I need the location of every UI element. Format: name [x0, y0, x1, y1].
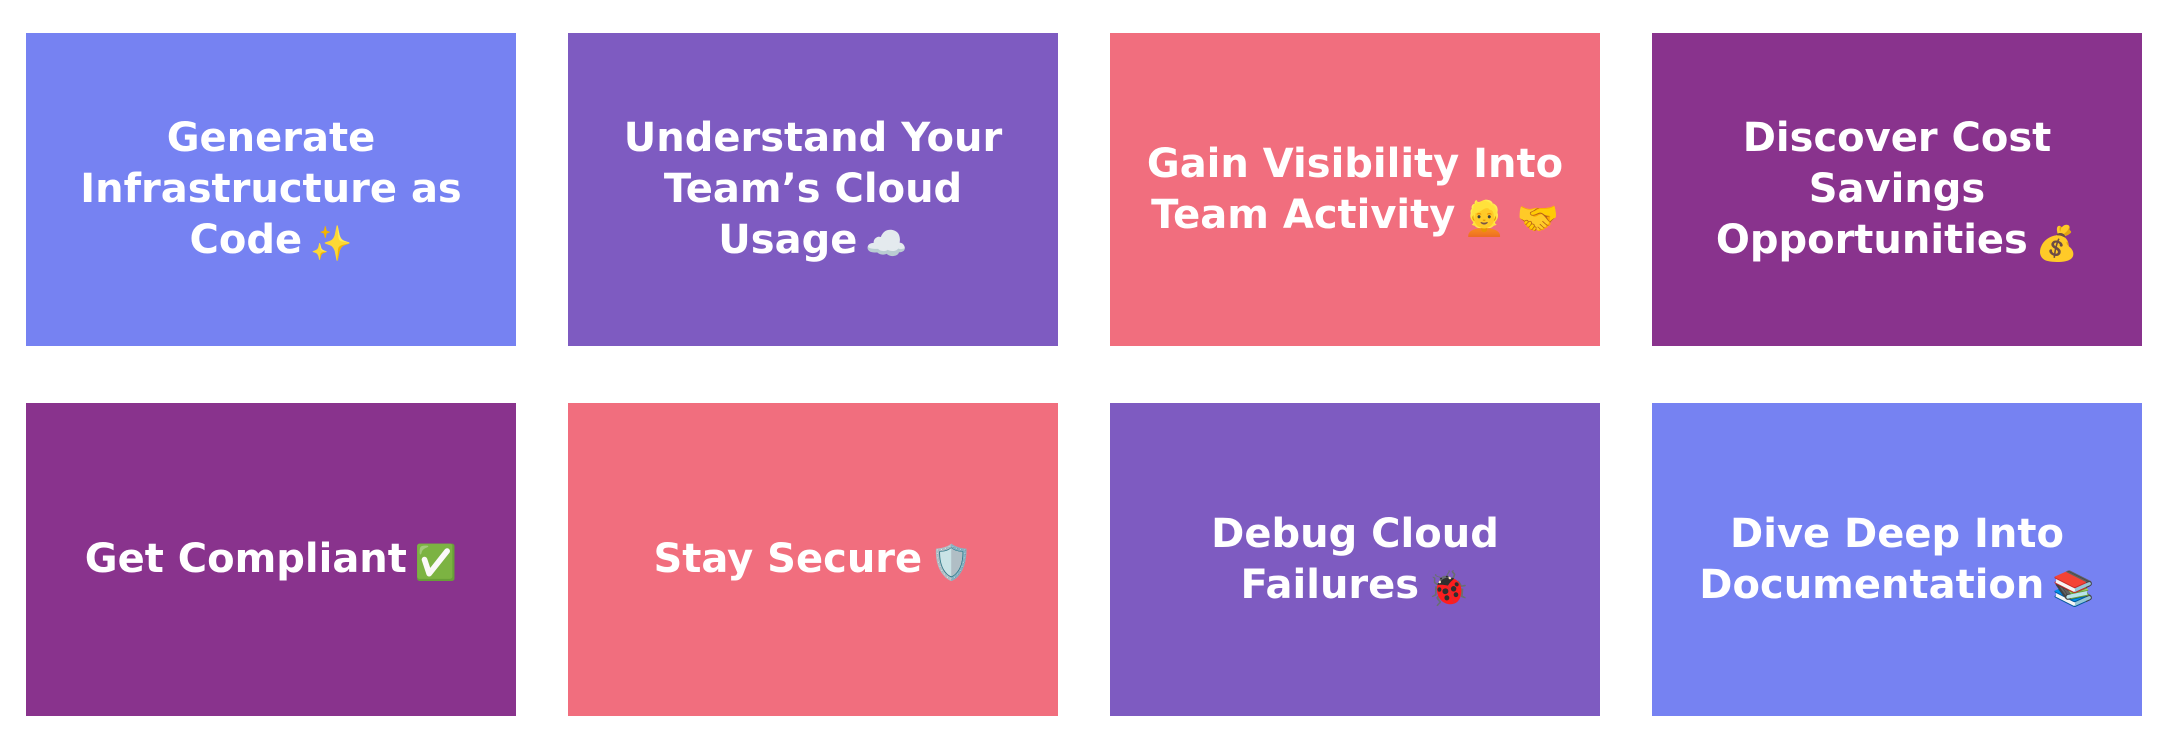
person-handshake-icon: 👱 🤝	[1463, 198, 1559, 239]
shield-icon: 🛡️	[930, 543, 973, 583]
card-get-compliant[interactable]: Get Compliant✅	[26, 403, 516, 716]
card-understand-cloud-usage[interactable]: Understand Your Team’s Cloud Usage☁️	[568, 33, 1058, 346]
ladybug-icon: 🐞	[1427, 568, 1470, 609]
card-title: Dive Deep Into Documentation	[1699, 510, 2065, 608]
card-team-activity[interactable]: Gain Visibility Into Team Activity👱 🤝	[1110, 33, 1600, 346]
card-stay-secure[interactable]: Stay Secure🛡️	[568, 403, 1058, 716]
card-debug-failures[interactable]: Debug Cloud Failures🐞	[1110, 403, 1600, 716]
feature-card-grid: Generate Infrastructure as Code✨ Underst…	[26, 33, 2142, 716]
card-label: Dive Deep Into Documentation📚	[1686, 509, 2108, 611]
cloud-icon: ☁️	[865, 224, 908, 264]
card-label: Discover Cost Savings Opportunities💰	[1686, 113, 2108, 266]
card-label: Get Compliant✅	[85, 534, 458, 585]
money-bag-icon: 💰	[2035, 224, 2079, 264]
card-title: Discover Cost Savings Opportunities	[1715, 115, 2052, 263]
card-title: Debug Cloud Failures	[1211, 510, 1499, 608]
card-generate-infrastructure[interactable]: Generate Infrastructure as Code✨	[26, 33, 516, 346]
card-title: Stay Secure	[653, 536, 923, 582]
card-label: Gain Visibility Into Team Activity👱 🤝	[1144, 139, 1566, 241]
card-title: Get Compliant	[84, 536, 407, 582]
card-label: Understand Your Team’s Cloud Usage☁️	[602, 113, 1024, 266]
card-label: Stay Secure🛡️	[653, 534, 972, 585]
card-title: Gain Visibility Into Team Activity	[1146, 140, 1564, 238]
card-documentation[interactable]: Dive Deep Into Documentation📚	[1652, 403, 2142, 716]
sparkles-icon: ✨	[310, 224, 353, 264]
card-title: Understand Your Team’s Cloud Usage	[623, 115, 1003, 263]
card-label: Debug Cloud Failures🐞	[1144, 509, 1566, 611]
card-label: Generate Infrastructure as Code✨	[60, 113, 482, 266]
card-cost-savings[interactable]: Discover Cost Savings Opportunities💰	[1652, 33, 2142, 346]
card-title: Generate Infrastructure as Code	[80, 115, 462, 263]
books-icon: 📚	[2052, 568, 2095, 609]
check-mark-icon: ✅	[414, 543, 458, 583]
